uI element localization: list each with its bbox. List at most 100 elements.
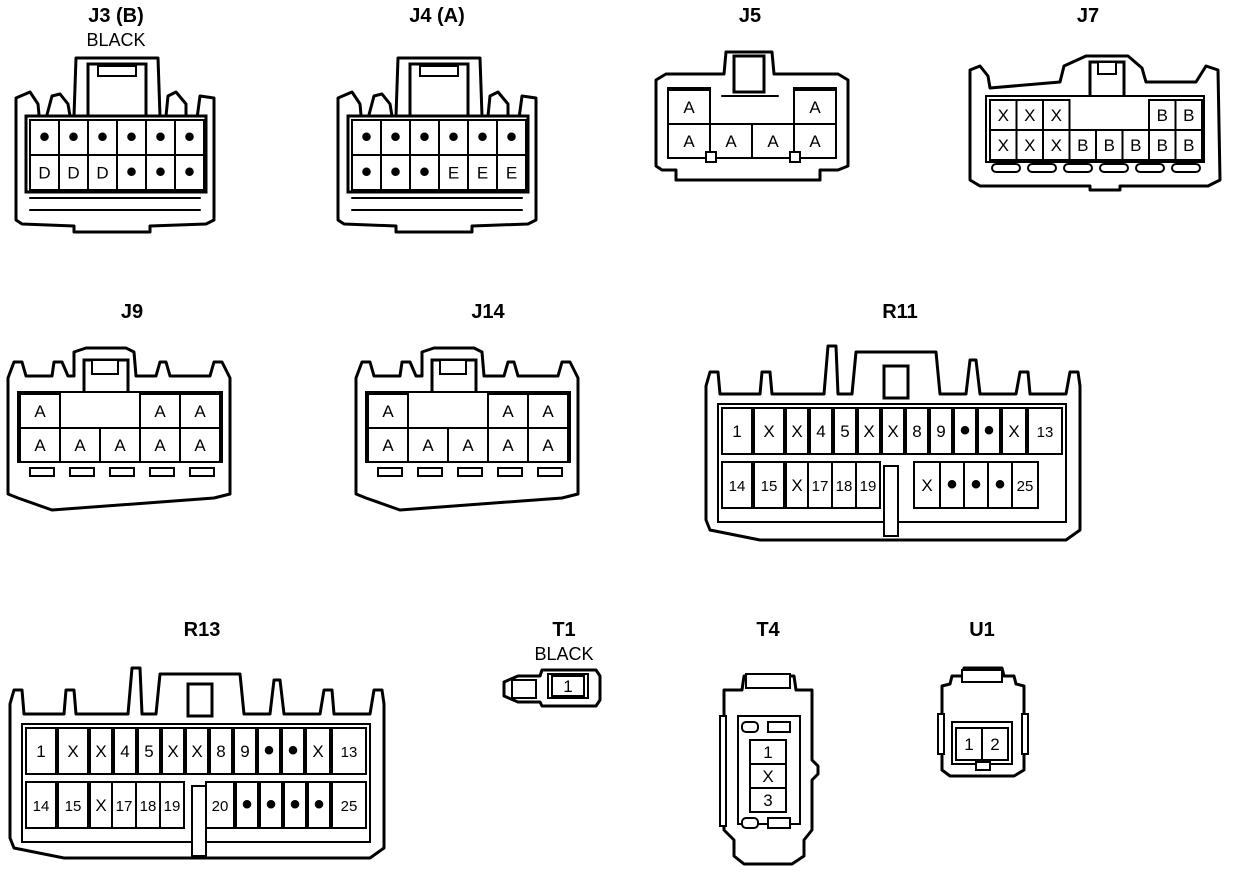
- pin-cavity-outline: [793, 89, 837, 125]
- pin-cavity: •: [58, 119, 89, 156]
- pin-cavity-outline: [380, 154, 411, 191]
- pin-cavity-outline: [527, 393, 569, 429]
- key-notch: [789, 151, 801, 163]
- pin-cavity: 14: [25, 781, 57, 829]
- pin-cavity-outline: [1174, 129, 1203, 161]
- pin-cavity: 25: [1011, 461, 1039, 509]
- connector-title: J7: [1077, 5, 1099, 27]
- pin-label: X: [763, 422, 774, 441]
- pin-cavity: •: [953, 407, 977, 455]
- pin-cavity: 5: [833, 407, 857, 455]
- pin-cavity-outline: [753, 407, 785, 455]
- pin-dot: •: [361, 156, 372, 189]
- pin-dot: •: [155, 156, 166, 189]
- pin-cavity: 4: [113, 727, 137, 775]
- pin-cavity: A: [751, 123, 795, 159]
- key-notch: [741, 721, 759, 733]
- pin-cavity-outline: [1121, 129, 1150, 161]
- latch: [732, 54, 766, 94]
- pin-label: 19: [164, 798, 181, 815]
- latch-tab: [419, 65, 459, 77]
- latch-slot: [537, 467, 563, 477]
- side-rail: [1021, 713, 1029, 755]
- pin-cavity: X: [1042, 129, 1071, 161]
- latch-slot: [417, 467, 443, 477]
- pin-label: B: [1183, 106, 1194, 125]
- pin-cavity: E: [438, 154, 469, 191]
- pin-cavity: A: [667, 123, 711, 159]
- pin-cavity-outline: [496, 154, 527, 191]
- pin-cavity-outline: [25, 781, 57, 829]
- pin-cavity-outline: [487, 427, 529, 463]
- latch: [186, 682, 214, 718]
- pin-cavity: •: [939, 461, 965, 509]
- pin-cavity-outline: [331, 727, 367, 775]
- pin-dot: •: [390, 156, 401, 189]
- pin-cavity: A: [19, 393, 61, 429]
- pin-label: X: [1051, 106, 1062, 125]
- pin-label: X: [998, 106, 1009, 125]
- pin-cavity: X: [305, 727, 331, 775]
- pin-cavity: A: [793, 89, 837, 125]
- pin-label: 18: [140, 798, 157, 815]
- pin-label: 13: [1037, 424, 1054, 441]
- pin-label: D: [96, 164, 108, 183]
- pin-cavity-outline: [527, 427, 569, 463]
- pin-cavity-outline: [351, 154, 382, 191]
- pin-cavity-outline: [751, 123, 795, 159]
- pin-cavity: •: [380, 119, 411, 156]
- pin-dot: •: [390, 121, 401, 154]
- pin-cavity: A: [367, 393, 409, 429]
- pin-label: X: [791, 422, 802, 441]
- pin-cavity-outline: [753, 461, 785, 509]
- pin-cavity: A: [139, 393, 181, 429]
- pin-label: A: [542, 436, 554, 455]
- latch-slot: [991, 163, 1021, 173]
- pin-label: X: [887, 422, 898, 441]
- pin-cavity: •: [977, 407, 1001, 455]
- pin-cavity: 13: [331, 727, 367, 775]
- pin-cavity: A: [179, 393, 221, 429]
- pin-cavity: •: [87, 119, 118, 156]
- pin-cavity: X: [881, 407, 905, 455]
- pin-cavity-outline: [259, 781, 283, 829]
- pin-dot: •: [39, 121, 50, 154]
- connector-title: R13: [184, 619, 221, 641]
- pin-cavity: A: [19, 427, 61, 463]
- pin-cavity: X: [57, 727, 89, 775]
- pin-dot: •: [126, 121, 137, 154]
- pin-label: 5: [144, 742, 153, 761]
- pin-cavity: •: [409, 119, 440, 156]
- pin-cavity-outline: [307, 781, 331, 829]
- pin-label: 8: [216, 742, 225, 761]
- pin-cavity: •: [235, 781, 259, 829]
- pin-cavity-outline: [139, 427, 181, 463]
- connector-title: J3 (B): [88, 5, 144, 27]
- pin-label: 14: [33, 798, 50, 815]
- pin-cavity: 5: [137, 727, 161, 775]
- key-notch: [975, 761, 991, 771]
- pin-cavity: •: [467, 119, 498, 156]
- pin-label: 4: [120, 742, 129, 761]
- pin-label: 1: [36, 742, 45, 761]
- pin-label: 14: [729, 478, 746, 495]
- pin-cavity: •: [351, 154, 382, 191]
- pin-dot: •: [266, 788, 277, 821]
- pin-cavity: X: [785, 407, 809, 455]
- pin-cavity: A: [667, 89, 711, 125]
- pin-cavity-outline: [496, 119, 527, 156]
- pin-label: 13: [341, 744, 358, 761]
- pin-cavity: X: [913, 461, 941, 509]
- pin-cavity: •: [438, 119, 469, 156]
- latch: [882, 364, 910, 400]
- pin-cavity: 4: [809, 407, 833, 455]
- pin-cavity-outline: [209, 727, 233, 775]
- pin-label: 5: [840, 422, 849, 441]
- pin-cavity-outline: [235, 781, 259, 829]
